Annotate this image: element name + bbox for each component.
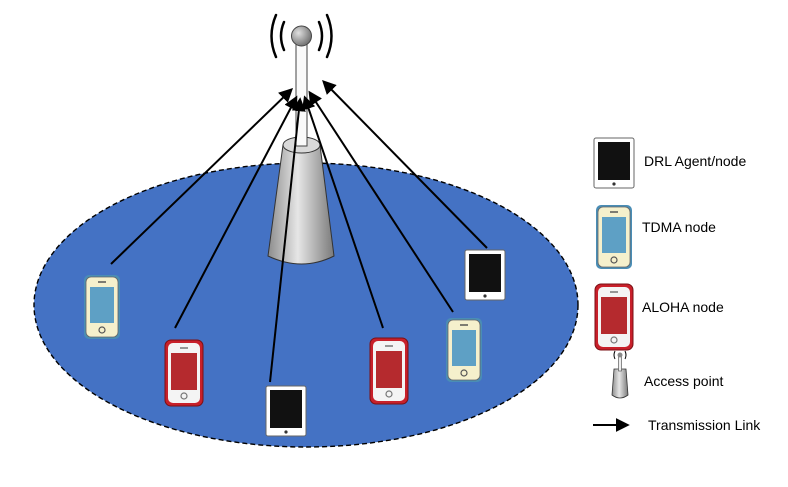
legend-label-tdma: TDMA node [642,219,716,235]
legend-aloha-phone-icon [594,283,634,351]
legend-label-aloha: ALOHA node [642,299,724,315]
link-aloha-left [174,95,298,329]
link-drl-bottom [269,97,306,383]
legend-tdma-phone-icon [596,205,632,269]
legend-label-transmission-link: Transmission Link [648,417,761,433]
devices [84,249,506,437]
link-tdma-left [110,88,294,265]
legend-label-drl: DRL Agent/node [644,153,747,169]
aloha-phone-icon [164,339,204,407]
legend [593,137,635,432]
access-point-tower [267,13,335,265]
tower-antenna-ball [291,25,312,47]
legend-label-access-point: Access point [644,373,724,389]
aloha-phone-icon [369,337,409,405]
link-drl-right [322,80,488,249]
tower-cone [267,140,335,265]
tdma-phone-icon [84,275,120,339]
drl-tablet-icon [265,385,307,437]
link-aloha-right [301,95,384,329]
transmission-links [110,80,488,383]
legend-access-point-icon [611,350,629,399]
tdma-phone-icon [446,318,482,382]
link-tdma-right [308,90,454,313]
signal-waves-icon [270,13,333,59]
legend-drl-tablet-icon [593,137,635,189]
drl-tablet-icon [464,249,506,301]
